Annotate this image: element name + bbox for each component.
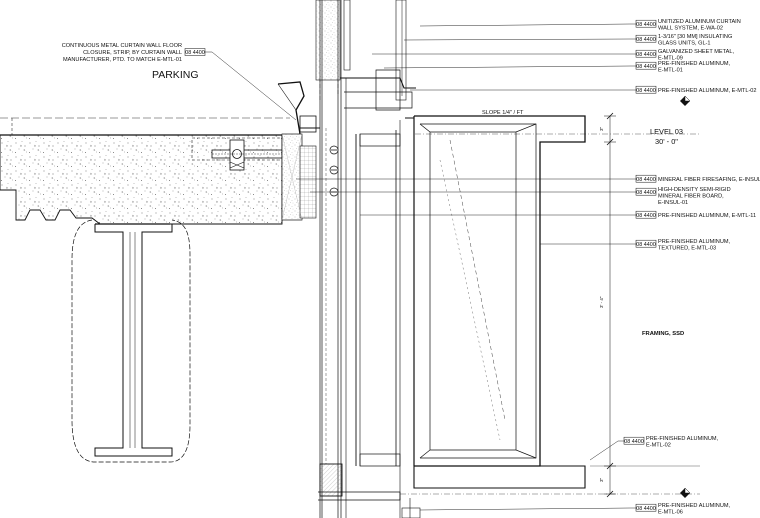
callout-text-line: PRE-FINISHED ALUMINUM, — [658, 61, 731, 67]
callout-leader — [403, 38, 636, 41]
callout-text-line: GALVANIZED SHEET METAL, — [658, 49, 734, 55]
callout-tag: 08 4400 — [636, 242, 656, 248]
callout-leader — [589, 440, 624, 461]
callout-tag-box — [623, 436, 645, 445]
callout-text-line: PRE-FINISHED ALUMINUM, — [646, 436, 719, 442]
curtain-wall-mullion — [315, 0, 421, 518]
steel-beam — [71, 219, 191, 463]
callout-tag-box — [635, 174, 657, 183]
callout-text-line: E-MTL-02 — [646, 442, 671, 448]
callout-text-line: PRE-FINISHED ALUMINUM, E-MTL-11 — [658, 213, 756, 219]
dimension-string — [604, 112, 616, 498]
callout-text-line: GLASS UNITS, GL-1 — [658, 40, 711, 46]
room-label: PARKING — [152, 69, 198, 81]
callout-text-line: 1-3/16" [30 MM] INSULATING — [658, 34, 732, 40]
callout-leader — [419, 507, 636, 511]
mullion-fasteners — [329, 145, 339, 197]
callout-tag-box — [635, 503, 657, 512]
left-callout-line-1: CONTINUOUS METAL CURTAIN WALL FLOOR — [62, 43, 182, 49]
callout-tag: 08 4400 — [624, 439, 644, 445]
callout-text-line: PRE-FINISHED ALUMINUM, — [658, 503, 731, 509]
dim-text-top: 3" — [599, 126, 604, 131]
reference-lines — [0, 0, 700, 495]
callout-text-line: MINERAL FIBER BOARD, — [658, 193, 724, 199]
framing-note: FRAMING, SSD — [642, 331, 684, 337]
callout-leader — [419, 23, 636, 27]
callout-text-line: PRE-FINISHED ALUMINUM, E-MTL-02 — [658, 88, 757, 94]
callout-text-line: E-MTL-06 — [658, 509, 683, 515]
callout-tag: 08 4400 — [636, 52, 656, 58]
firesafing-insulation — [281, 133, 317, 221]
callout-tag: 08 4400 — [636, 506, 656, 512]
left-callout-line-2: CLOSURE, STRIP, BY CURTAIN WALL — [83, 50, 182, 56]
callout-text-line: UNITIZED ALUMINUM CURTAIN — [658, 19, 741, 25]
dim-text-middle: 3' - 4" — [599, 296, 604, 308]
callout-text-line: E-INSUL-01 — [658, 200, 688, 206]
callout-tag-box — [635, 85, 657, 94]
callout-tag: 08 4400 — [636, 37, 656, 43]
anchor-clip — [211, 139, 283, 171]
callout-tag-box — [635, 19, 657, 28]
callout-leader — [383, 65, 636, 69]
callout-tag: 08 4400 — [636, 190, 656, 196]
callout-text-line: PRE-FINISHED ALUMINUM, — [658, 239, 731, 245]
callout-tag-box — [635, 187, 657, 196]
callout-text-line: TEXTURED, E-MTL-03 — [658, 245, 716, 251]
callout-tag: 08 4400 — [636, 213, 656, 219]
callout-tag-box — [635, 210, 657, 219]
callout-tag-box — [635, 61, 657, 70]
level-elevation: 30' - 0" — [655, 137, 678, 146]
callout-tag-box — [635, 49, 657, 58]
callout-tag-box — [635, 34, 657, 43]
left-callout-tag: 08 4400 — [185, 50, 205, 56]
sunshade-fin — [405, 115, 586, 489]
top-flashing — [277, 81, 320, 135]
svg-text:3": 3" — [599, 126, 604, 131]
callout-tag: 08 4400 — [636, 22, 656, 28]
svg-text:3' - 4": 3' - 4" — [599, 296, 604, 308]
callout-tag: 08 4400 — [636, 177, 656, 183]
left-callout: CONTINUOUS METAL CURTAIN WALL FLOOR CLOS… — [62, 43, 297, 121]
svg-text:3": 3" — [599, 477, 604, 482]
callout-text-line: E-MTL-09 — [658, 55, 683, 61]
callout-tag-box — [635, 239, 657, 248]
level-marker — [680, 95, 691, 498]
concrete-floor-slab — [0, 134, 301, 225]
callout-text-line: E-MTL-01 — [658, 67, 683, 73]
left-callout-line-3: MANUFACTURER, PTD. TO MATCH E-MTL-01 — [63, 57, 182, 63]
callout-text-line: MINERAL FIBER FIRESAFING, E-INSUL-02 — [658, 177, 760, 183]
level-name: LEVEL 03 — [650, 127, 683, 136]
dim-text-bottom: 3" — [599, 477, 604, 482]
callout-tag: 08 4400 — [636, 64, 656, 70]
callout-text-line: WALL SYSTEM, E-WA-02 — [658, 25, 723, 31]
slope-note: SLOPE 1/4" / FT — [482, 110, 524, 116]
callout-tag: 08 4400 — [636, 88, 656, 94]
callout-text-line: HIGH-DENSITY SEMI-RIGID — [658, 187, 731, 193]
